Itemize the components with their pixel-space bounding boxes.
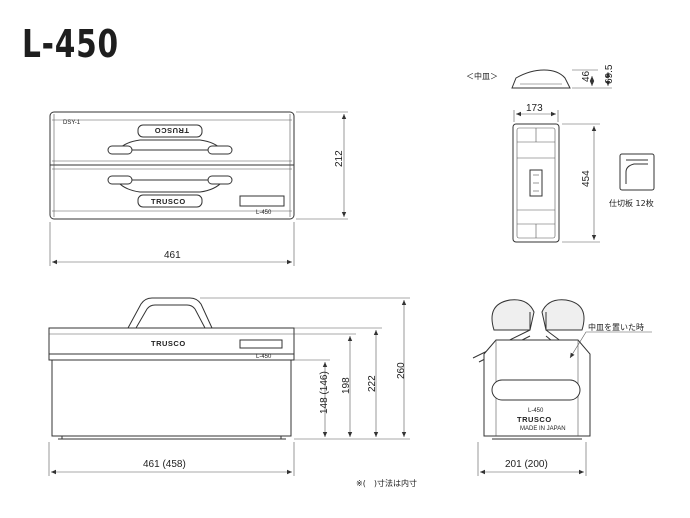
dim-front-198: 198	[341, 377, 352, 394]
dim-front-length: 461 (458)	[143, 459, 186, 470]
dim-front-total-height: 260	[396, 362, 407, 379]
dim-tray-length: 454	[581, 170, 592, 187]
side-made-in: MADE IN JAPAN	[520, 426, 566, 432]
page-title: L-450	[22, 22, 119, 66]
dim-top-length: 461	[164, 250, 181, 261]
dim-side-width: 201 (200)	[505, 459, 548, 470]
dim-front-222: 222	[367, 375, 378, 392]
partition-plate: 仕切板 12枚	[609, 153, 655, 208]
inner-tray-view: ＜中皿＞ 46 69.5 173 454	[466, 64, 615, 243]
side-view: L-450 TRUSCO MADE IN JAPAN 中皿を置いた時 201 (…	[472, 299, 652, 476]
sticker-label: DSY-1	[63, 120, 81, 126]
side-annotation: 中皿を置いた時	[588, 322, 644, 332]
dim-top-depth: 212	[334, 150, 345, 167]
partition-label: 仕切板 12枚	[609, 198, 654, 208]
top-model-label: L-450	[256, 210, 272, 216]
dim-tray-height: 46	[581, 70, 592, 82]
front-brand: TRUSCO	[151, 339, 186, 348]
dim-front-body-height: 148 (146)	[319, 371, 330, 414]
inner-tray-label: ＜中皿＞	[466, 71, 498, 81]
footnote: ※( )寸法は内寸	[356, 478, 417, 488]
front-view: TRUSCO L-450 148 (146) 198 222 260 461 (…	[48, 297, 410, 476]
dim-tray-width: 173	[526, 103, 543, 114]
side-brand: TRUSCO	[517, 415, 552, 424]
dim-tray-height-total: 69.5	[604, 64, 615, 84]
top-brand-upper: TRUSCO	[154, 126, 189, 135]
side-model-label: L-450	[528, 408, 544, 414]
top-brand-lower: TRUSCO	[151, 197, 186, 206]
front-model-label: L-450	[256, 354, 272, 360]
top-view: DSY-1 TRUSCO TRUSCO L-450 212 461	[49, 111, 348, 266]
